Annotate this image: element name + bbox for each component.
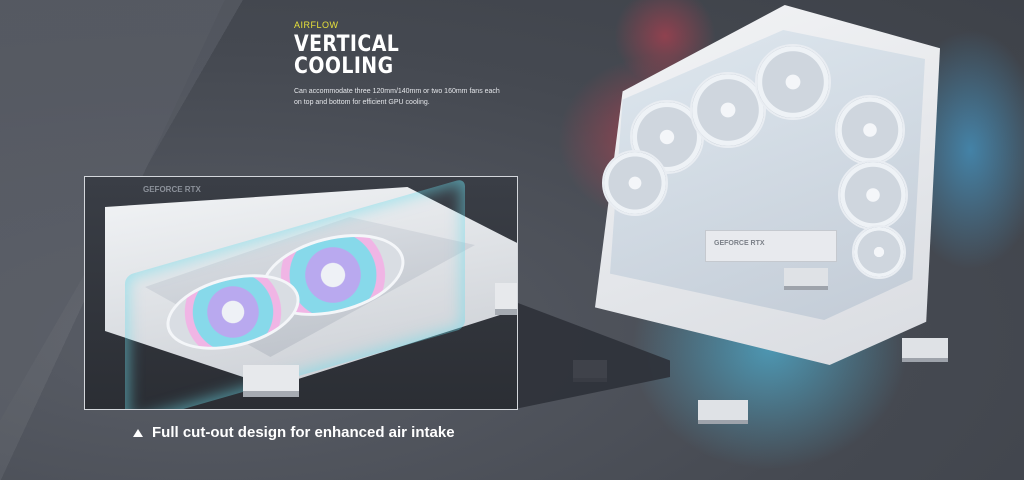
graphics-card: GEFORCE RTX	[705, 230, 837, 262]
product-image: GEFORCE RTX	[500, 0, 1024, 480]
feature-caption-text: Full cut-out design for enhanced air int…	[152, 424, 455, 441]
inset-case-foot	[495, 283, 517, 315]
case-foot	[902, 338, 948, 362]
rear-fan	[602, 150, 668, 216]
triangle-up-icon	[133, 428, 143, 437]
section-header: AIRFLOW VERTICAL COOLING Can accommodate…	[294, 20, 534, 108]
inset-gpu-label: GEFORCE RTX	[143, 185, 201, 194]
side-fan	[835, 95, 905, 165]
section-title: VERTICAL COOLING	[294, 32, 400, 79]
case-foot	[698, 400, 748, 424]
section-description: Can accommodate three 120mm/140mm or two…	[294, 88, 500, 106]
section-eyebrow: AIRFLOW	[294, 20, 339, 30]
feature-caption: Full cut-out design for enhanced air int…	[133, 424, 455, 441]
gpu-brand-label: GEFORCE RTX	[714, 240, 765, 247]
case-foot	[784, 268, 828, 290]
top-fan	[690, 72, 766, 148]
side-fan	[852, 225, 906, 279]
inset-case-foot	[243, 365, 299, 397]
top-fan	[755, 44, 831, 120]
side-fan	[838, 160, 908, 230]
detail-inset: GEFORCE RTX	[84, 176, 518, 410]
